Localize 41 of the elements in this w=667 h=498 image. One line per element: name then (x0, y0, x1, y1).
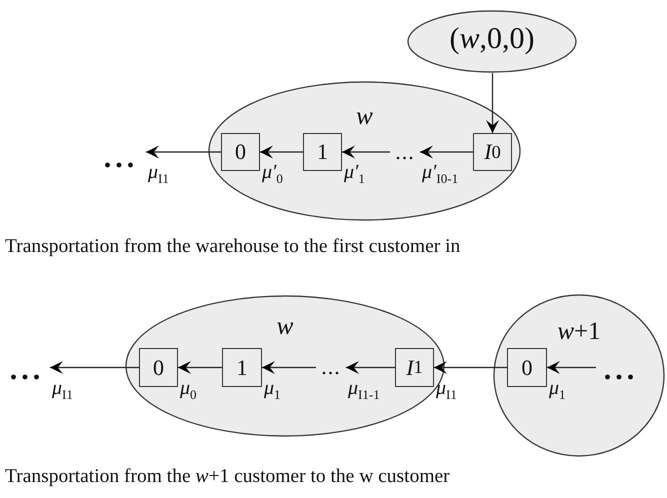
group-title: w+1 (557, 318, 601, 346)
state-ellipse (407, 10, 577, 73)
ellipsis-text: ... (596, 355, 646, 385)
edge-label: μ$_{I1-1}$ (348, 376, 380, 402)
arrow (342, 146, 390, 158)
edge-label: μ$_{0}$ (180, 376, 197, 402)
arrow (262, 361, 316, 374)
edge-label: μ$_{I1}$ (148, 161, 169, 187)
caption: Transportation from the w+1 customer to the w customer (5, 466, 450, 488)
arrow (260, 146, 303, 158)
edge-label: μ′$_{0}$ (262, 161, 283, 187)
edge-label: μ$_{I1}$ (52, 376, 73, 402)
edge-label: μ′$_{I0-1}$ (422, 161, 458, 187)
arrow (420, 146, 473, 158)
state-box: 1 (303, 133, 342, 171)
edge-label: μ$_{I1}$ (436, 376, 457, 402)
arrow (146, 146, 221, 158)
ellipsis-text: ... (96, 143, 146, 173)
caption: Transportation from the warehouse to the first customer in (5, 236, 460, 258)
ellipsis-text: ... (390, 140, 420, 164)
group-title: w (276, 313, 294, 341)
state-label: (w,0,0) (449, 22, 534, 56)
edge-label: μ$_{1}$ (264, 376, 281, 402)
edge-label: μ′$_{1}$ (344, 161, 365, 187)
arrow (486, 73, 499, 133)
arrow (50, 361, 139, 374)
edge-label: μ$_{1}$ (549, 376, 566, 402)
customer-ellipse (125, 295, 445, 437)
state-box: 0 (139, 348, 178, 387)
customer-ellipse (208, 81, 521, 221)
customer-ellipse (493, 294, 665, 457)
arrow (547, 361, 596, 374)
ellipsis-text: ... (4, 355, 50, 385)
arrow (178, 361, 222, 374)
state-box: 0 (507, 348, 547, 387)
group-title: w (356, 103, 373, 131)
state-box: 1 (222, 348, 262, 387)
state-box: 0 (221, 133, 260, 171)
arrow (346, 361, 395, 374)
arrow (434, 361, 507, 374)
ellipsis-text: ... (316, 355, 346, 379)
